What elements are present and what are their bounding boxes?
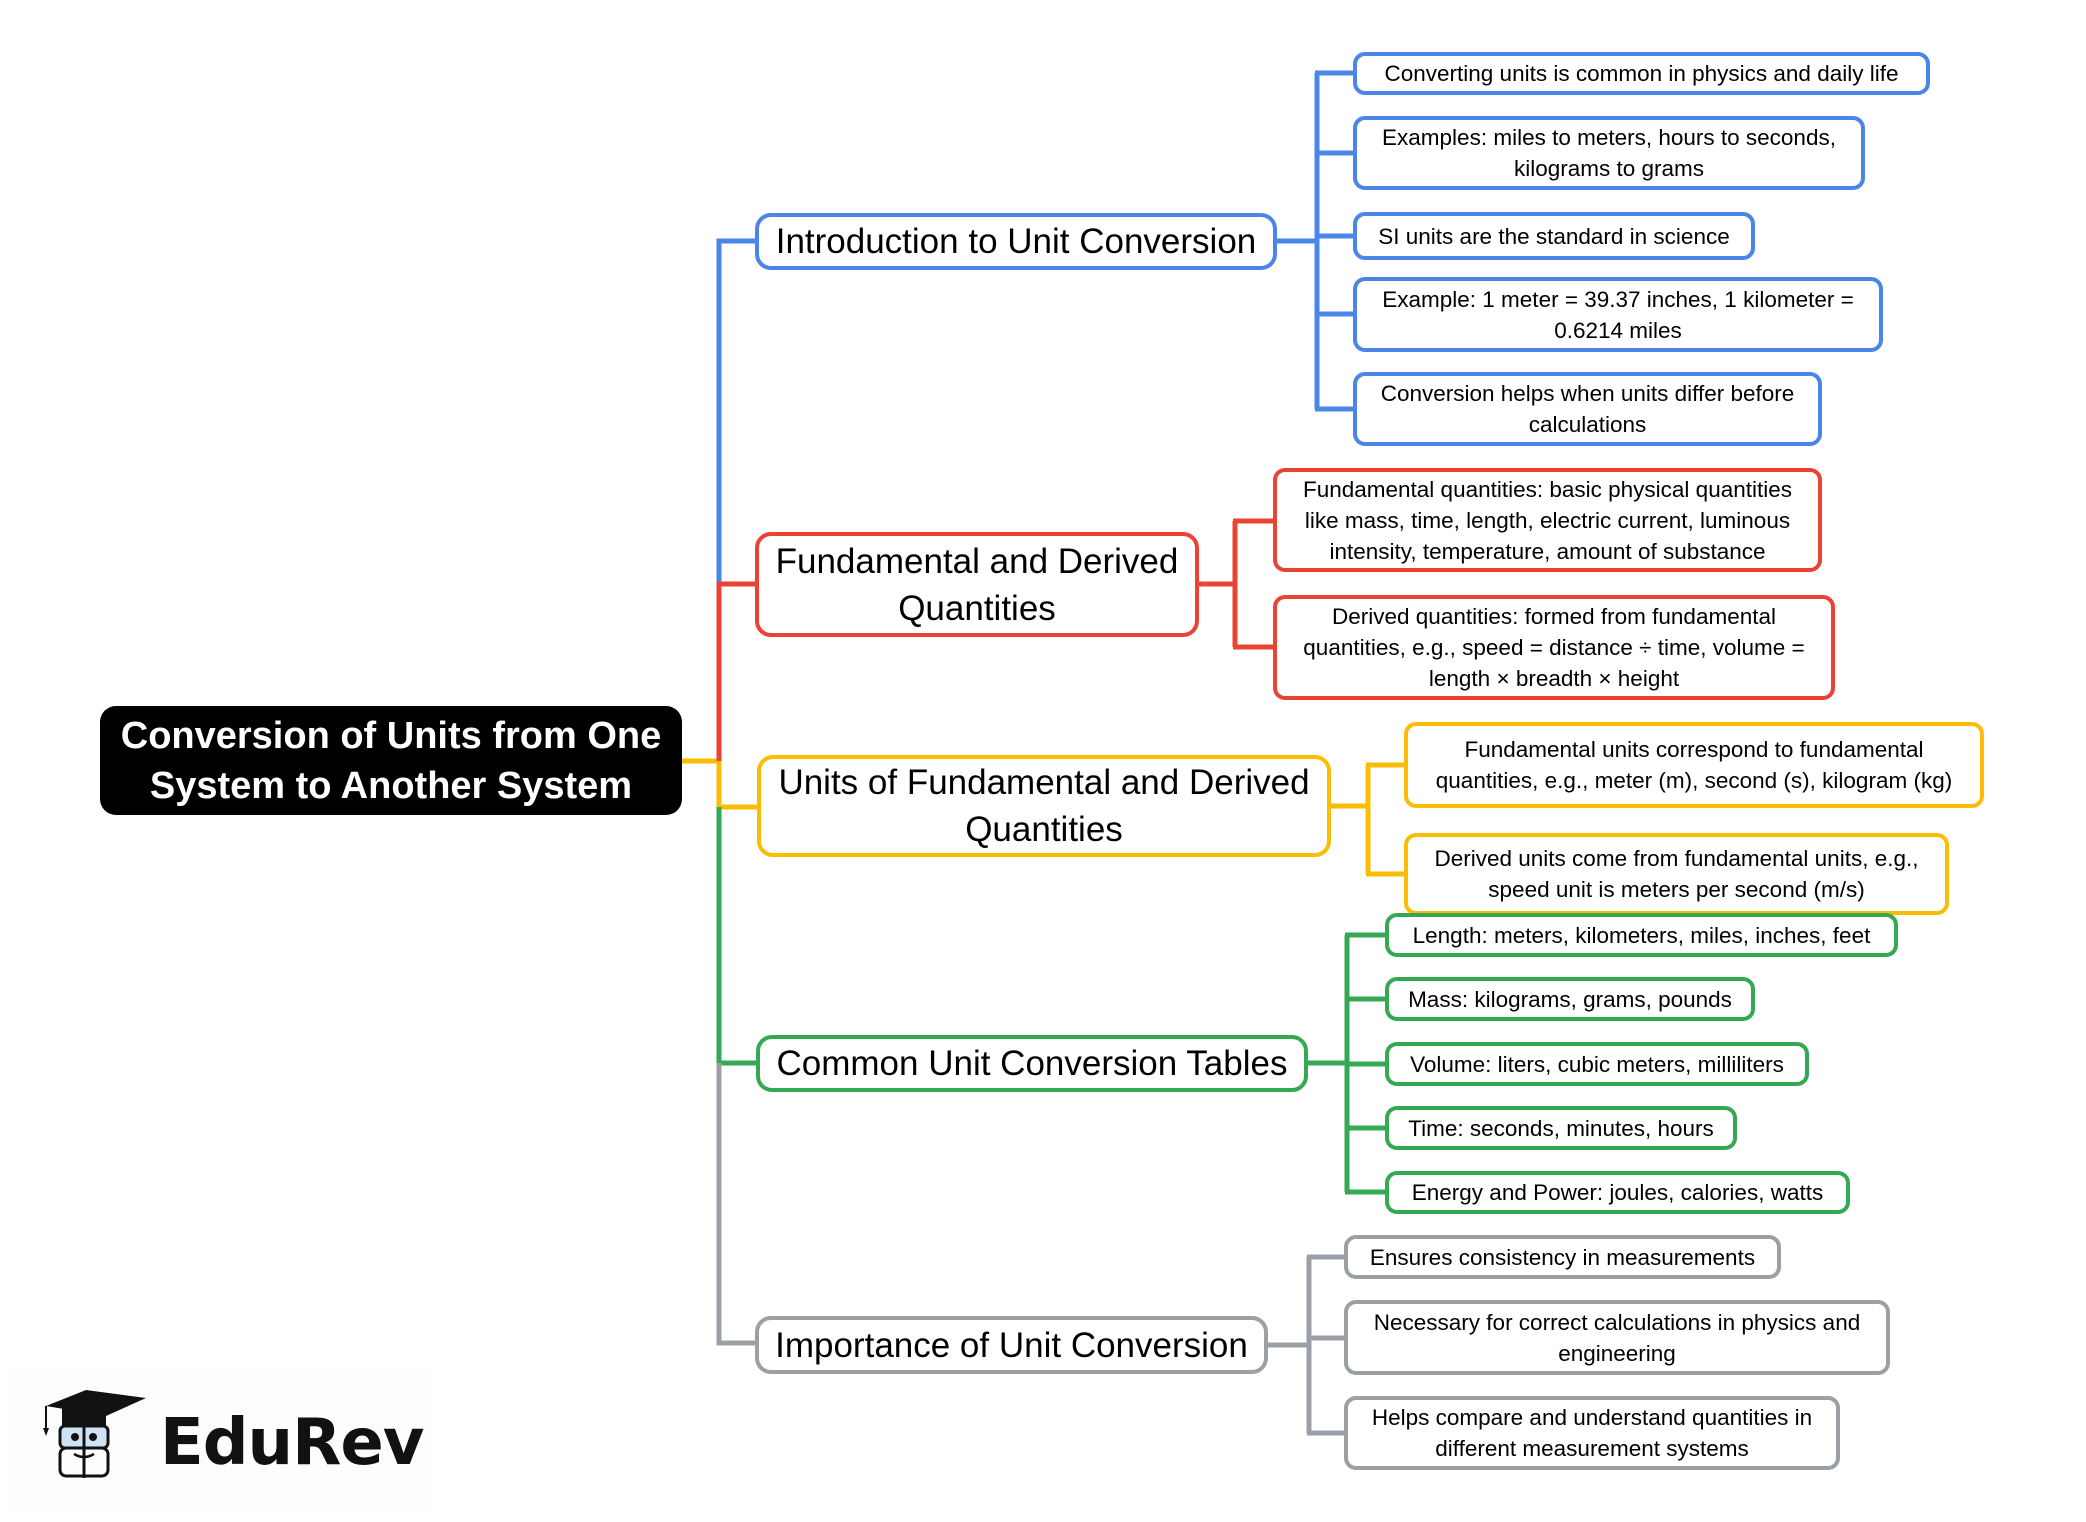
branch-label: Introduction to Unit Conversion (775, 222, 1257, 261)
branch-introduction[interactable]: Introduction to Unit Conversion (755, 213, 1277, 270)
leaf-node[interactable]: Conversion helps when units differ befor… (1353, 372, 1822, 446)
leaf-text: Fundamental quantities: basic physical q… (1302, 476, 1793, 564)
leaf-text: Derived quantities: formed from fundamen… (1303, 604, 1805, 691)
trunk-green (716, 807, 756, 1066)
leaf-text: Derived units come from fundamental unit… (1434, 846, 1919, 902)
leaf-node[interactable]: Converting units is common in physics an… (1353, 52, 1930, 95)
branch-units[interactable]: Units of Fundamental and Derived Quantit… (757, 755, 1331, 857)
leaf-node[interactable]: SI units are the standard in science (1353, 212, 1755, 260)
leaf-text: Mass: kilograms, grams, pounds (1408, 986, 1732, 1012)
leaf-node[interactable]: Energy and Power: joules, calories, watt… (1385, 1171, 1850, 1214)
graduation-cap-mascot-icon (43, 1390, 146, 1478)
branch-label: Importance of Unit Conversion (775, 1325, 1248, 1365)
blue-child-connectors (1277, 70, 1353, 412)
leaf-text: Helps compare and understand quantities … (1371, 1405, 1813, 1461)
leaf-node[interactable]: Volume: liters, cubic meters, milliliter… (1385, 1042, 1809, 1086)
leaf-node[interactable]: Examples: miles to meters, hours to seco… (1353, 116, 1865, 190)
leaf-text: Converting units is common in physics an… (1384, 61, 1899, 86)
root-connector (682, 758, 757, 810)
leaf-node[interactable]: Fundamental units correspond to fundamen… (1404, 722, 1984, 808)
leaf-text: Volume: liters, cubic meters, milliliter… (1410, 1051, 1784, 1077)
leaf-node[interactable]: Necessary for correct calculations in ph… (1344, 1300, 1890, 1375)
branch-fundamental-derived[interactable]: Fundamental and Derived Quantities (755, 532, 1199, 637)
leaf-text: Example: 1 meter = 39.37 inches, 1 kilom… (1382, 286, 1854, 343)
branch-label: Common Unit Conversion Tables (776, 1044, 1288, 1083)
leaf-text: Necessary for correct calculations in ph… (1373, 1309, 1861, 1366)
leaf-text: Examples: miles to meters, hours to seco… (1382, 125, 1836, 181)
trunk-grey (716, 1063, 755, 1346)
leaf-node[interactable]: Derived quantities: formed from fundamen… (1273, 595, 1835, 700)
leaf-node[interactable]: Time: seconds, minutes, hours (1385, 1106, 1737, 1150)
leaf-node[interactable]: Length: meters, kilometers, miles, inche… (1385, 913, 1898, 957)
leaf-node[interactable]: Derived units come from fundamental unit… (1404, 833, 1949, 915)
leaf-node[interactable]: Ensures consistency in measurements (1344, 1235, 1781, 1279)
trunk-red (716, 581, 755, 761)
leaf-node[interactable]: Helps compare and understand quantities … (1344, 1396, 1840, 1470)
edurev-logo-text: EduRev (160, 1406, 424, 1480)
leaf-text: Length: meters, kilometers, miles, inche… (1412, 922, 1871, 948)
leaf-text: Fundamental units correspond to fundamen… (1435, 737, 1953, 793)
branch-conversion-tables[interactable]: Common Unit Conversion Tables (756, 1035, 1308, 1092)
leaf-text: Conversion helps when units differ befor… (1380, 381, 1795, 437)
leaf-node[interactable]: Mass: kilograms, grams, pounds (1385, 977, 1755, 1021)
leaf-node[interactable]: Example: 1 meter = 39.37 inches, 1 kilom… (1353, 277, 1883, 352)
leaf-text: Time: seconds, minutes, hours (1408, 1115, 1714, 1141)
leaf-node[interactable]: Fundamental quantities: basic physical q… (1273, 468, 1822, 572)
yellow-child-connectors (1331, 762, 1404, 877)
leaf-text: SI units are the standard in science (1378, 223, 1730, 249)
root-node[interactable]: Conversion of Units from One System to A… (100, 706, 682, 815)
branch-importance[interactable]: Importance of Unit Conversion (755, 1316, 1268, 1374)
branch-label: Fundamental and Derived Quantities (775, 541, 1179, 628)
red-child-connectors (1199, 518, 1273, 650)
trunk-blue (716, 238, 755, 584)
root-label: Conversion of Units from One System to A… (120, 714, 662, 807)
grey-child-connectors (1268, 1254, 1344, 1436)
leaf-text: Ensures consistency in measurements (1369, 1244, 1756, 1270)
leaf-text: Energy and Power: joules, calories, watt… (1411, 1180, 1824, 1205)
green-child-connectors (1308, 932, 1385, 1195)
branch-label: Units of Fundamental and Derived Quantit… (778, 763, 1310, 849)
